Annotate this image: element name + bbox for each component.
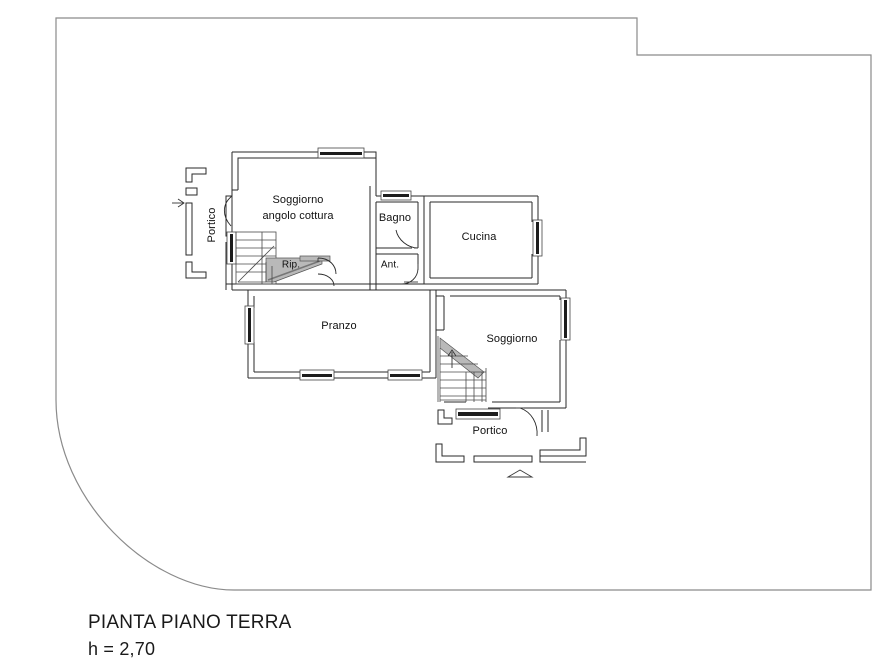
room-label-portico-left: Portico bbox=[206, 208, 218, 243]
window-pranzo-left bbox=[244, 305, 255, 345]
window-soggiorno-top bbox=[317, 147, 365, 159]
svg-text:Pranzo: Pranzo bbox=[321, 320, 356, 332]
svg-text:Ant.: Ant. bbox=[381, 260, 399, 271]
room-cucina-walls bbox=[423, 195, 539, 285]
room-label-rip: Rip. bbox=[282, 260, 300, 271]
room-label-line2: angolo cottura bbox=[262, 210, 334, 222]
page-title: PIANTA PIANO TERRA bbox=[88, 612, 292, 633]
room-label-soggiorno-lower: Soggiorno bbox=[486, 333, 537, 345]
room-pranzo-walls bbox=[247, 290, 437, 379]
window-pranzo-bottom-2 bbox=[387, 369, 423, 381]
svg-text:Soggiorno: Soggiorno bbox=[486, 333, 537, 345]
window-soggiorno-right bbox=[560, 297, 571, 341]
room-label-cucina: Cucina bbox=[462, 231, 498, 243]
ceiling-height-note: h = 2,70 bbox=[88, 639, 155, 659]
svg-text:Bagno: Bagno bbox=[379, 212, 411, 224]
room-ant: Ant. bbox=[375, 254, 419, 285]
door-portico-soggiorno bbox=[223, 195, 233, 227]
window-upper-left bbox=[226, 231, 237, 265]
room-label-line1: Soggiorno bbox=[272, 194, 323, 206]
svg-text:Portico: Portico bbox=[473, 425, 508, 437]
window-portico-entry bbox=[455, 408, 501, 420]
svg-text:Portico: Portico bbox=[206, 208, 218, 243]
site-boundary bbox=[55, 17, 872, 591]
room-soggiorno-lower-walls bbox=[435, 289, 567, 409]
room-rip: Rip. bbox=[282, 255, 337, 287]
room-label-soggiorno-cucina: Soggiorno angolo cottura bbox=[262, 194, 334, 222]
window-pranzo-bottom-1 bbox=[299, 369, 335, 381]
room-label-pranzo: Pranzo bbox=[321, 320, 356, 332]
room-label-bagno: Bagno bbox=[379, 212, 411, 224]
staircase-lower-right bbox=[437, 336, 487, 402]
room-bagno-walls bbox=[376, 195, 425, 255]
window-bagno-top bbox=[380, 190, 412, 201]
svg-text:Cucina: Cucina bbox=[462, 231, 498, 243]
portico-bottom-structure bbox=[435, 407, 587, 478]
title-block: PIANTA PIANO TERRA h = 2,70 bbox=[88, 612, 292, 659]
portico-left-structure bbox=[172, 167, 207, 279]
window-cucina-right bbox=[532, 219, 543, 257]
room-label-portico-bottom: Portico bbox=[473, 425, 508, 437]
door-bagno bbox=[395, 229, 419, 249]
staircase-upper-left bbox=[235, 231, 323, 285]
